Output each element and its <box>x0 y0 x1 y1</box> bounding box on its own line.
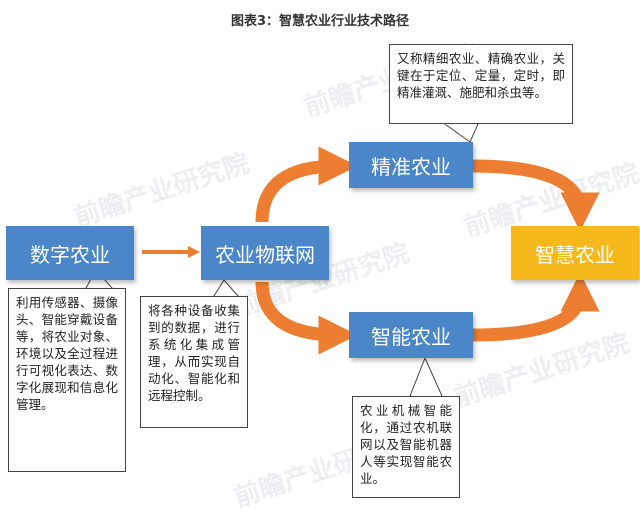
callout-iot: 将各种设备收集到的数据，进行系统化集成管理，从而实现自动化、智能化和远程控制。 <box>140 296 248 428</box>
node-precision-agriculture: 精准农业 <box>349 142 473 188</box>
callout-pointer-intelligent <box>409 356 443 397</box>
node-intelligent-agriculture: 智能农业 <box>349 312 473 358</box>
arrow-precision-to-smart <box>471 159 600 232</box>
callout-intelligent: 农业机械智能化，通过农机联网以及智能机器人等实现智能农业。 <box>352 396 460 498</box>
arrow-iot-to-precision <box>255 146 358 223</box>
node-smart-agriculture: 智慧农业 <box>511 226 639 280</box>
node-agricultural-iot: 农业物联网 <box>201 226 329 280</box>
arrow-iot-to-intelligent <box>255 281 358 355</box>
arrow-intelligent-to-smart <box>471 272 600 342</box>
node-digital-agriculture: 数字农业 <box>6 226 134 280</box>
callout-pointer-iot <box>213 279 240 297</box>
figure-title: 图表3：智慧农业行业技术路径 <box>230 14 410 29</box>
callout-precision: 又称精细农业、精确农业，关键在于定位、定量，定时，即精准灌溉、施肥和杀虫等。 <box>389 44 573 124</box>
callout-digital: 利用传感器、摄像头、智能穿戴设备等，将农业对象、环境以及全过程进行可视化表达、数… <box>8 288 126 472</box>
callout-pointer-precision <box>443 123 479 143</box>
